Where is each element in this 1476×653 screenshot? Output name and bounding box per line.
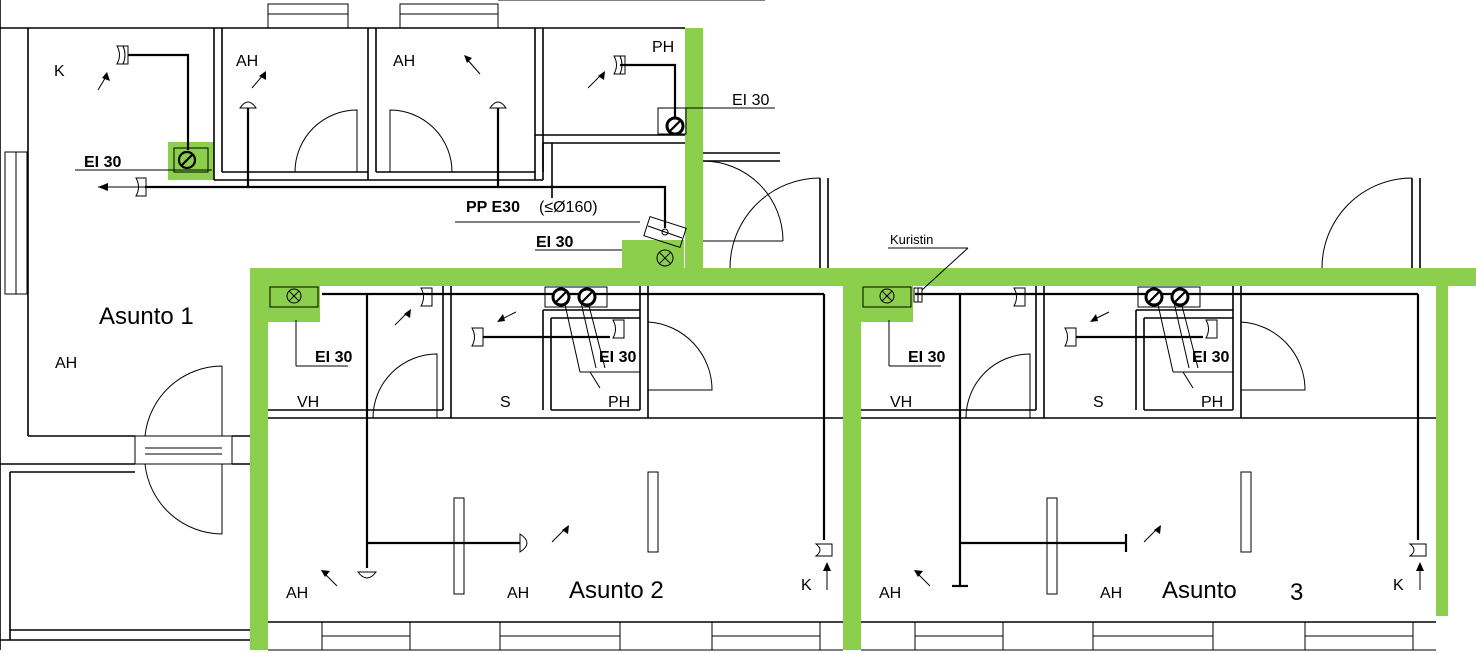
room-label-ah: AH bbox=[236, 53, 258, 70]
kitchen-hood-icon bbox=[814, 543, 833, 557]
airflow-arrows-asunto2 bbox=[321, 309, 831, 590]
room-label-ph: PH bbox=[608, 394, 630, 411]
supply-terminal-icon bbox=[471, 327, 484, 347]
corridor-walls bbox=[702, 152, 1421, 269]
fire-damper-icon bbox=[647, 225, 683, 239]
shut-off-damper-icon bbox=[656, 249, 674, 267]
fire-damper-icon bbox=[1144, 287, 1164, 307]
ducts-asunto3 bbox=[888, 247, 1420, 588]
room-labels: K AH AH PH Asunto 1 AH VH S PH AH AH Asu… bbox=[54, 39, 1404, 606]
terminals-asunto3 bbox=[862, 286, 1427, 557]
supply-terminal-icon bbox=[1205, 319, 1218, 339]
ducts-asunto1 bbox=[75, 53, 677, 228]
airflow-arrows-asunto1 bbox=[97, 55, 605, 91]
apartment-label-asunto3: Asunto bbox=[1162, 577, 1237, 604]
fire-walls bbox=[168, 28, 1476, 650]
room-label-k: K bbox=[801, 577, 812, 594]
apartment-label-asunto1: Asunto 1 bbox=[99, 303, 194, 330]
exhaust-terminal-icon bbox=[489, 101, 507, 109]
supply-terminal-icon bbox=[116, 45, 129, 65]
supply-terminal-icon bbox=[420, 287, 433, 307]
airflow-arrows-asunto3 bbox=[914, 311, 1424, 590]
fire-rating-annotations: EI 30 EI 30 PP E30 (≤Ø160) EI 30 EI 30 E… bbox=[84, 92, 1229, 366]
terminals-asunto1 bbox=[116, 45, 626, 197]
fire-damper-icon bbox=[665, 116, 685, 136]
fire-damper-icon bbox=[551, 287, 571, 307]
ducts-asunto2 bbox=[295, 292, 826, 568]
duct-size-label: (≤Ø160) bbox=[539, 199, 598, 216]
fire-rating-label: EI 30 bbox=[315, 349, 352, 366]
fire-rating-label: EI 30 bbox=[84, 154, 121, 171]
room-label-k: K bbox=[54, 63, 65, 80]
walls-asunto3 bbox=[861, 286, 1436, 651]
room-label-ah: AH bbox=[286, 585, 308, 602]
supply-terminal-icon bbox=[135, 177, 147, 197]
room-label-ah: AH bbox=[393, 53, 415, 70]
room-label-ph: PH bbox=[652, 39, 674, 56]
exhaust-terminal-icon bbox=[239, 101, 257, 109]
shut-off-damper-icon bbox=[286, 288, 302, 304]
kitchen-hood-icon bbox=[1408, 543, 1427, 557]
fire-rating-label: EI 30 bbox=[536, 234, 573, 251]
terminals-asunto2 bbox=[269, 286, 833, 579]
room-label-ah: AH bbox=[55, 355, 77, 372]
apartment-number-asunto3: 3 bbox=[1290, 579, 1303, 606]
room-label-vh: VH bbox=[297, 394, 319, 411]
walls-asunto1 bbox=[0, 0, 765, 650]
room-label-s: S bbox=[500, 394, 511, 411]
supply-terminal-icon bbox=[1064, 327, 1077, 347]
room-label-ah: AH bbox=[1100, 585, 1122, 602]
supply-terminal-icon bbox=[613, 55, 626, 75]
restrictor-label: Kuristin bbox=[890, 232, 933, 247]
room-label-vh: VH bbox=[890, 394, 912, 411]
fire-rating-label: EI 30 bbox=[732, 92, 769, 109]
room-label-ah: AH bbox=[879, 585, 901, 602]
supply-terminal-icon bbox=[1013, 287, 1026, 307]
fire-rating-label: EI 30 bbox=[599, 349, 636, 366]
fire-rating-label: EI 30 bbox=[908, 349, 945, 366]
fire-rating-label: EI 30 bbox=[1192, 349, 1229, 366]
apartment-label-asunto2: Asunto 2 bbox=[569, 577, 664, 604]
fire-damper-icon bbox=[1170, 287, 1190, 307]
room-label-ah: AH bbox=[507, 585, 529, 602]
room-label-s: S bbox=[1093, 394, 1104, 411]
fire-rating-label: PP E30 bbox=[466, 199, 520, 216]
fire-damper-icon bbox=[177, 150, 197, 170]
room-label-ph: PH bbox=[1201, 394, 1223, 411]
fire-damper-icon bbox=[577, 287, 597, 307]
room-label-k: K bbox=[1393, 577, 1404, 594]
walls-asunto2 bbox=[268, 286, 843, 651]
exhaust-terminal-icon bbox=[356, 571, 378, 579]
shut-off-damper-icon bbox=[879, 288, 895, 304]
flow-restrictor-icon bbox=[913, 287, 923, 303]
exhaust-terminal-icon bbox=[519, 533, 528, 553]
supply-terminal-icon bbox=[612, 319, 625, 339]
shafts-asunto1 bbox=[173, 107, 775, 267]
